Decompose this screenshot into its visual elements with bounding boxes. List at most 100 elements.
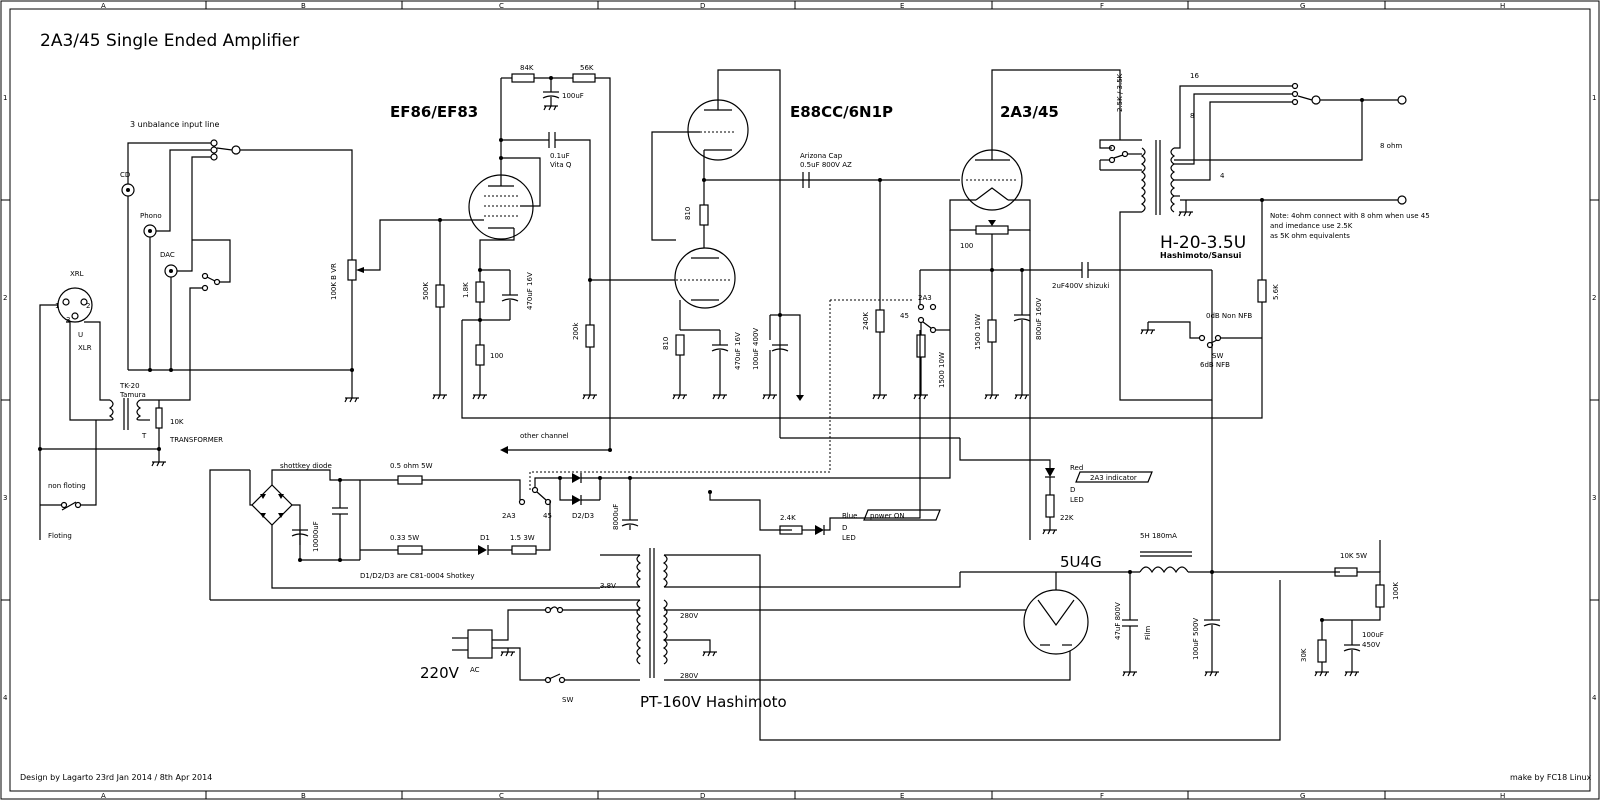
dac-label: DAC [160, 251, 175, 259]
c47u-label: 47uF 800V [1114, 602, 1122, 640]
tamura-label: Tamura [119, 391, 146, 399]
xrl-label: XRL [70, 270, 84, 278]
ac-label: AC [470, 666, 480, 674]
sw45-label-a: 45 [900, 312, 909, 320]
r15-label: 1.5 3W [510, 534, 535, 542]
d1-label: D1 [480, 534, 490, 542]
column-label: G [1300, 792, 1305, 800]
r100k-label: 100K [1392, 582, 1400, 600]
r1-8k-label: 1.8K [462, 282, 470, 298]
led2-label: LED [1070, 496, 1084, 504]
ac-plug-icon [467, 629, 493, 659]
t-label: T [141, 432, 147, 440]
arizona-label-1: Arizona Cap [800, 152, 843, 160]
c470u16b-label: 470uF 16V [734, 332, 742, 370]
ef86-stage: 84K 56K 100uF 0.1uF Vita Q 500K 1.8K 470… [422, 64, 1263, 450]
xlr-label: XLR [78, 344, 92, 352]
stage-label-rectifier: 5U4G [1060, 553, 1102, 571]
r810b-label: 810 [662, 337, 670, 350]
r100-label: 100 [490, 352, 503, 360]
red-led-icon [1045, 468, 1055, 477]
column-label: C [499, 792, 504, 800]
tap8-label: 8 [1190, 112, 1194, 120]
row-label: 1 [3, 94, 7, 102]
red-label: Red [1070, 464, 1083, 472]
pt-label: PT-160V Hashimoto [640, 693, 787, 711]
note-line-2: and imedance use 2.5K [1270, 222, 1353, 230]
row-label: 2 [1592, 294, 1596, 302]
choke-coil [1139, 566, 1189, 574]
c100u500-label: 100uF 500V [1192, 618, 1200, 660]
r56k-label: 56K [580, 64, 594, 72]
c470u16-label: 470uF 16V [526, 272, 534, 310]
resistor-240k [875, 309, 885, 333]
resistor-810-lower [675, 334, 685, 356]
r500k-label: 500K [422, 282, 430, 300]
column-label: A [101, 2, 106, 10]
diode-d2-icon [572, 473, 581, 483]
resistor-100k [1375, 584, 1385, 608]
c100u-label: 100uF [562, 92, 584, 100]
r10k-label: 10K [170, 418, 184, 426]
v280b-label: 280V [680, 672, 698, 680]
pin1-label: 1 [55, 302, 59, 310]
row-label: 4 [1592, 694, 1597, 702]
column-label: E [900, 2, 904, 10]
shottkey-label: shottkey diode [280, 462, 332, 470]
indicator-tag [1075, 471, 1153, 483]
resistor-810-upper [699, 204, 709, 226]
tap4-label: 4 [1220, 172, 1225, 180]
power-on-tag [863, 509, 941, 521]
non-floting-label: non floting [48, 482, 86, 490]
blue-label: Blue [842, 512, 858, 520]
input-section: 3 unbalance input line CD Phono DAC [38, 120, 440, 540]
resistor-1500-10w-b [987, 319, 997, 343]
vitaq-label: Vita Q [550, 161, 572, 169]
r30k-label: 30K [1300, 648, 1308, 662]
resistor-10k [155, 407, 163, 429]
c8000-label: 8000uF [612, 504, 620, 530]
r100-hum-label: 100 [960, 242, 973, 250]
sw-nfb-label: SW [1212, 352, 1223, 360]
output-transformer-primary [1140, 147, 1146, 213]
input-line-label: 3 unbalance input line [130, 120, 219, 129]
resistor-200k [585, 324, 595, 348]
nfb6-label: 6dB NFB [1200, 361, 1230, 369]
column-label: F [1100, 2, 1104, 10]
note-line-3: as 5K ohm equivalents [1270, 232, 1350, 240]
sw45b-label: 45 [543, 512, 552, 520]
d2d3-label: D2/D3 [572, 512, 594, 520]
column-label: B [301, 2, 306, 10]
stage-label-driver: E88CC/6N1P [790, 103, 893, 121]
r05-label: 0.5 ohm 5W [390, 462, 433, 470]
c800u160-label: 800uF 160V [1035, 298, 1043, 340]
power-on-label: power ON [870, 512, 905, 520]
r1500-10w-b-label: 1500 10W [938, 352, 946, 388]
sw2a3b-label: 2A3 [502, 512, 516, 520]
hum-balance-resistor [975, 225, 1009, 235]
arizona-label-2: 0.5uF 800V AZ [800, 161, 852, 169]
row-label: 3 [1592, 494, 1596, 502]
r5-6k-label: 5.6K [1272, 284, 1280, 300]
input-transformer-primary [108, 399, 114, 421]
diode-d3-icon [572, 495, 581, 505]
nfb0-label: 0dB Non NFB [1206, 312, 1252, 320]
resistor-56k [572, 73, 596, 83]
resistor-0-33ohm [397, 545, 423, 555]
ot-maker-label: Hashimoto/Sansui [1160, 251, 1242, 260]
c01u-label: 0.1uF [550, 152, 570, 160]
v38-label: 3.8V [600, 582, 616, 590]
film-label: Film [1144, 626, 1152, 640]
make-credit: make by FC18 Linux [1510, 773, 1592, 782]
r1500-10w-a-label: 1500 10W [974, 314, 982, 350]
indicator-label: 2A3 indicator [1090, 474, 1137, 482]
vr-label: 100K B VR [330, 263, 338, 300]
tap16-label: 16 [1190, 72, 1199, 80]
r033-label: 0.33 5W [390, 534, 419, 542]
led-d1-label: D [842, 524, 847, 532]
r200k-label: 200k [572, 322, 580, 340]
r84k-label: 84K [520, 64, 534, 72]
column-label: E [900, 792, 904, 800]
output-transformer-secondary [1170, 147, 1176, 213]
